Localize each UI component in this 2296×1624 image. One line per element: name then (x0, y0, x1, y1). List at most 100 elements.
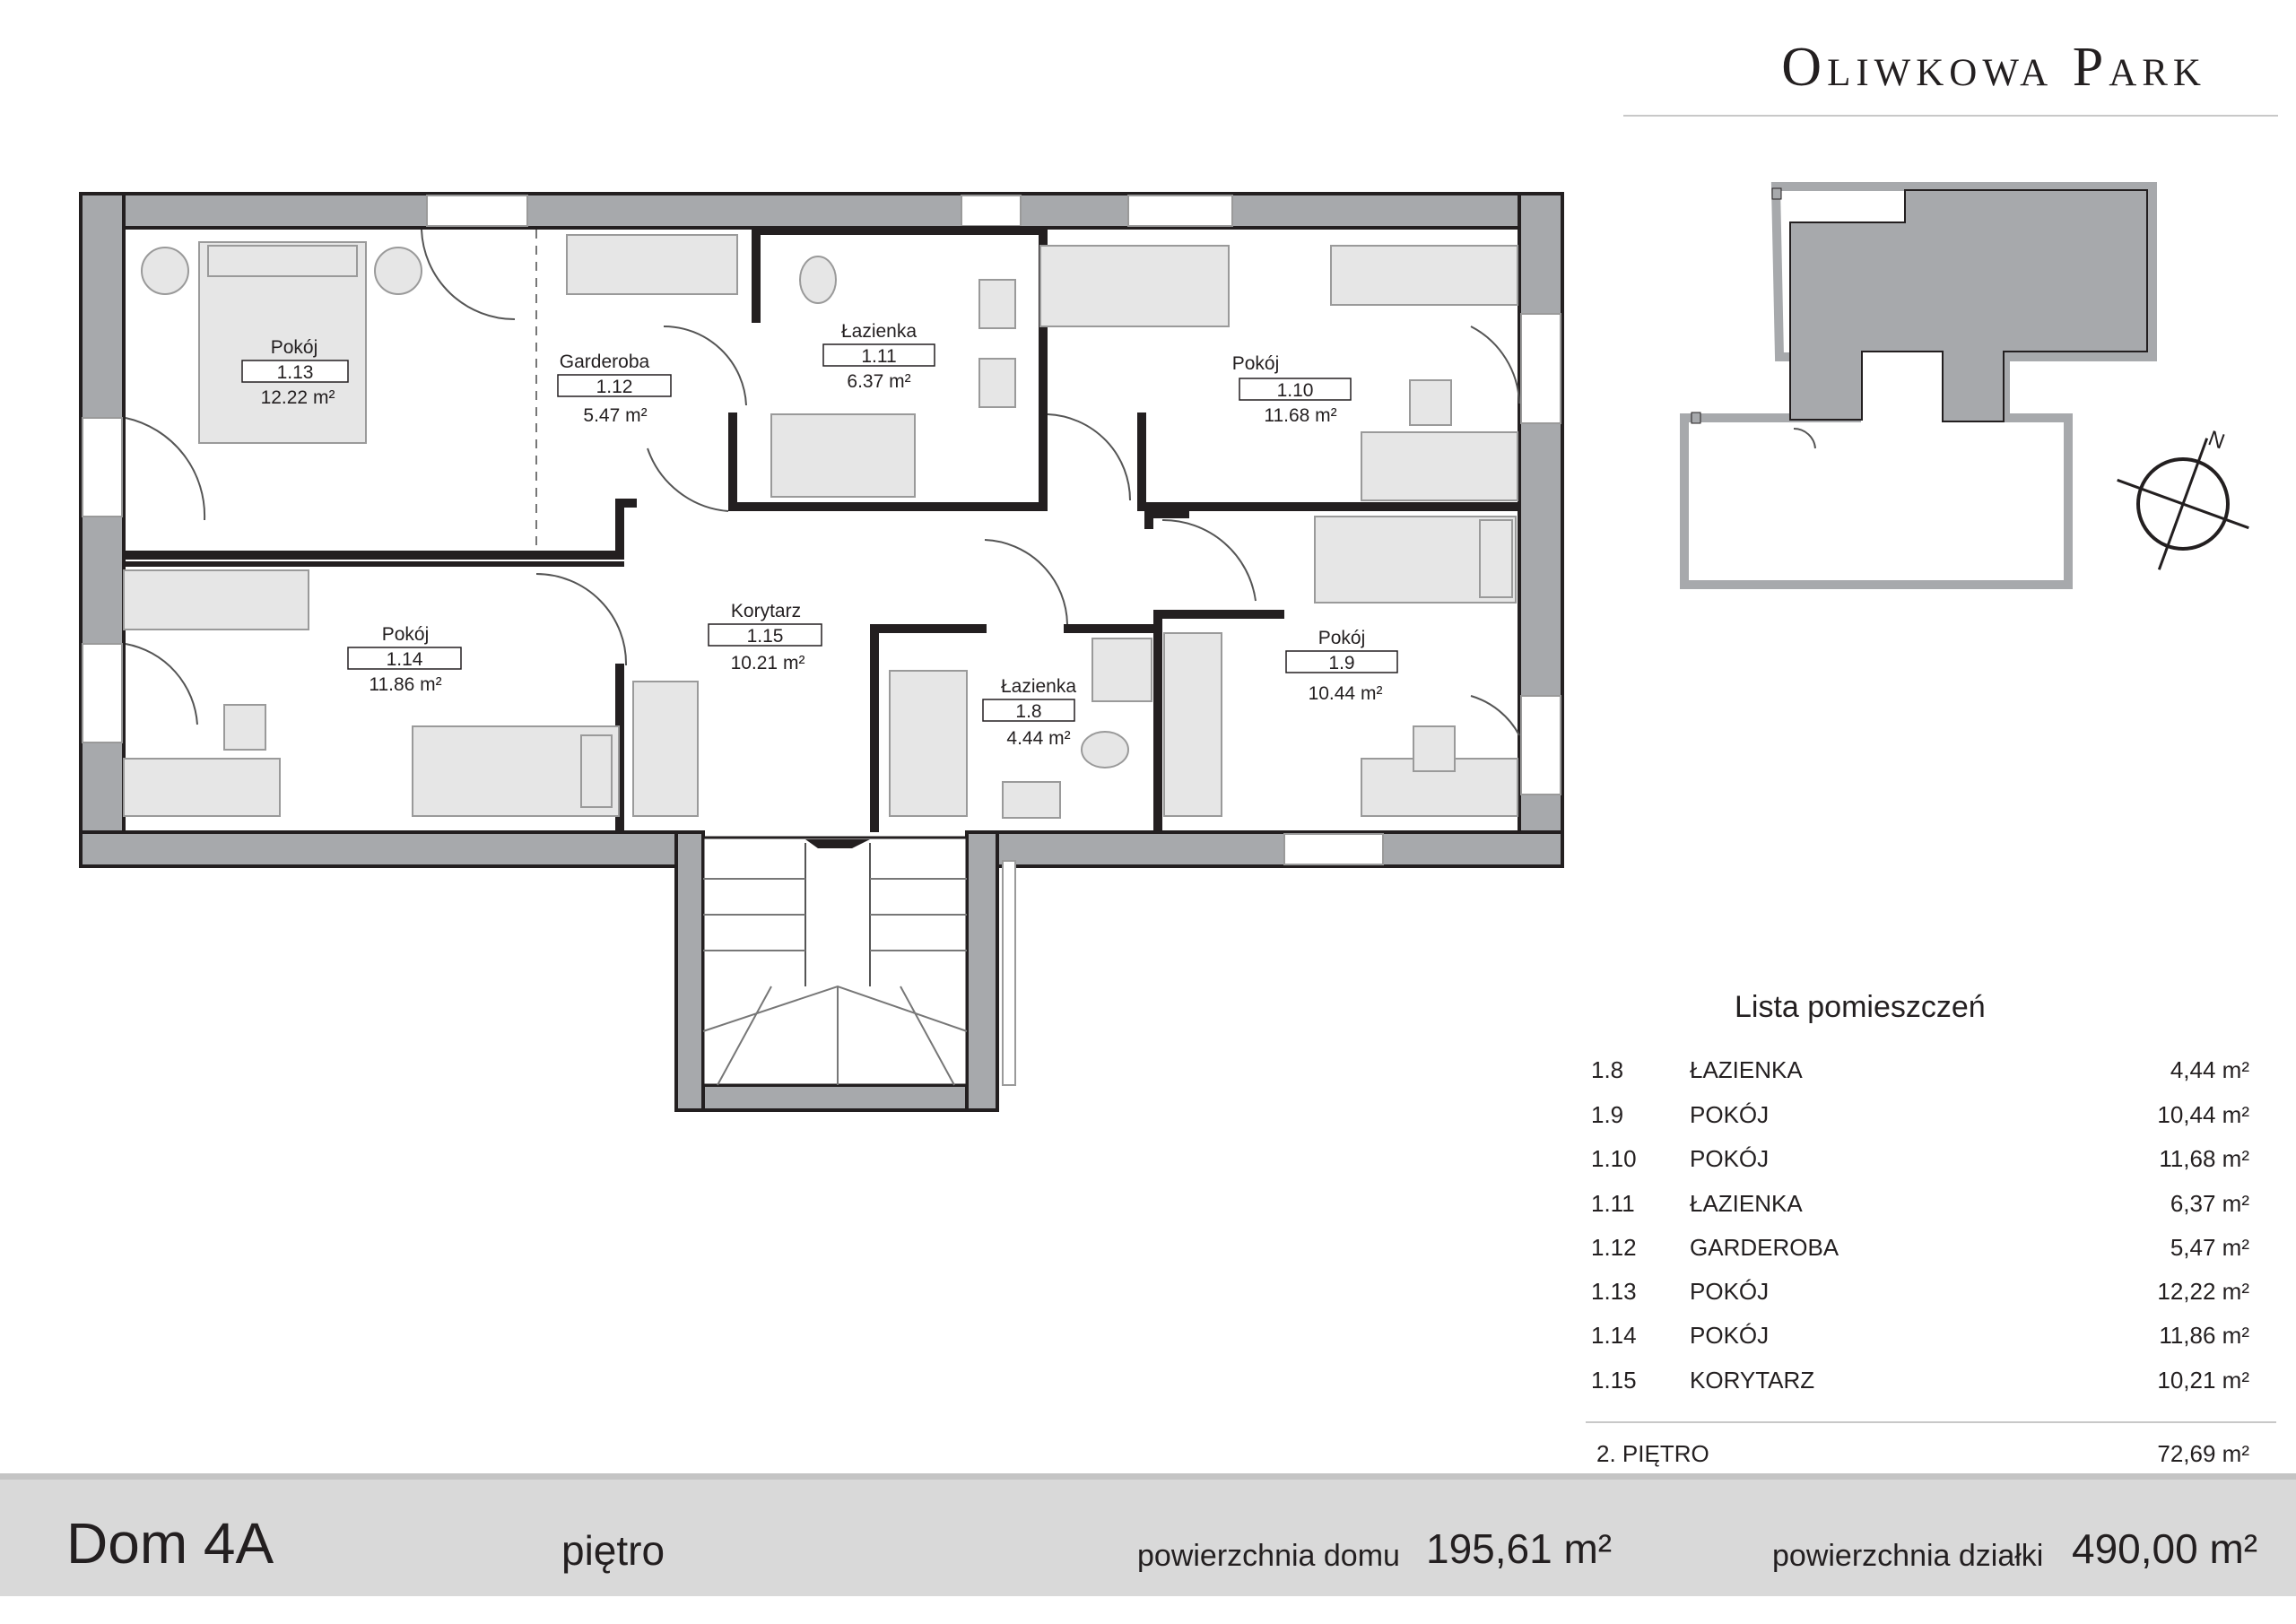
list-item: 1.15 KORYTARZ 10,21 m² (1591, 1367, 2249, 1403)
room-area: 10,44 m² (2157, 1101, 2249, 1128)
room-name: POKÓJ (1690, 1101, 1770, 1128)
svg-text:1.12: 1.12 (596, 377, 633, 397)
room-name: ŁAZIENKA (1690, 1190, 1803, 1217)
list-item: 1.14 POKÓJ 11,86 m² (1591, 1322, 2249, 1358)
room-area: 4,44 m² (2170, 1056, 2249, 1083)
bed-pillow (1479, 519, 1513, 598)
svg-text:1.9: 1.9 (1328, 653, 1354, 673)
list-item: 1.8 ŁAZIENKA 4,44 m² (1591, 1056, 2249, 1092)
room-number: 1.13 (1591, 1278, 1637, 1305)
footer-band (0, 1480, 2296, 1596)
toilet (799, 256, 837, 304)
room-name: KORYTARZ (1690, 1367, 1815, 1394)
room-label-1-14: Pokój 1.14 11.86 m² (347, 624, 462, 695)
room-area: 11,86 m² (2159, 1322, 2249, 1349)
svg-text:4.44 m²: 4.44 m² (1006, 728, 1070, 749)
svg-text:1.15: 1.15 (747, 626, 784, 647)
list-divider (1586, 1421, 2276, 1423)
room-number: 1.10 (1591, 1145, 1637, 1172)
svg-text:10.21 m²: 10.21 m² (731, 653, 805, 673)
room-label-1-8: Łazienka 1.8 4.44 m² (982, 676, 1076, 749)
toilet (1081, 731, 1129, 769)
room-label-1-10: Pokój 1.10 11.68 m² (1232, 353, 1352, 426)
bed-pillow (580, 734, 613, 808)
total-area: 72,69 m² (2157, 1440, 2249, 1467)
desk (1361, 431, 1518, 501)
list-item: 1.12 GARDEROBA 5,47 m² (1591, 1234, 2249, 1270)
svg-text:Pokój: Pokój (382, 624, 430, 645)
room-label-1-15: Korytarz 1.15 10.21 m² (708, 601, 822, 673)
svg-text:1.13: 1.13 (277, 362, 314, 383)
compass-rose: N (2117, 426, 2249, 570)
bed (1039, 245, 1230, 327)
room-label-1-9: Pokój 1.9 10.44 m² (1285, 628, 1398, 704)
floor-name: piętro (561, 1527, 665, 1574)
plot-area-value: 490,00 m² (2072, 1525, 2258, 1572)
site-plan-thumbnail (1680, 182, 2157, 589)
list-item: 1.10 POKÓJ 11,68 m² (1591, 1145, 2249, 1181)
chair (1409, 379, 1452, 426)
room-name: ŁAZIENKA (1690, 1056, 1803, 1083)
footer-top-edge (0, 1473, 2296, 1480)
svg-text:Pokój: Pokój (271, 337, 318, 358)
wardrobe (1330, 245, 1518, 306)
list-item: 1.9 POKÓJ 10,44 m² (1591, 1101, 2249, 1137)
svg-text:11.68 m²: 11.68 m² (1264, 405, 1336, 426)
room-labels: Pokój 1.13 12.22 m² Garderoba 1.12 5.47 … (241, 321, 1398, 749)
sink (1002, 781, 1061, 819)
room-label-1-11: Łazienka 1.11 6.37 m² (822, 321, 935, 392)
nightstand-lamp (374, 247, 422, 295)
room-area: 12,22 m² (2157, 1278, 2249, 1305)
svg-text:12.22 m²: 12.22 m² (261, 387, 335, 408)
room-name: GARDEROBA (1690, 1234, 1839, 1261)
sink (978, 358, 1016, 408)
compass-north-label: N (2205, 426, 2228, 454)
furniture (123, 234, 1518, 819)
rooms-list-title: Lista pomieszczeń (1735, 990, 1986, 1024)
room-area: 11,68 m² (2159, 1145, 2249, 1172)
shelf (632, 681, 699, 817)
bathtub (770, 413, 916, 498)
room-number: 1.11 (1591, 1190, 1635, 1217)
svg-text:1.14: 1.14 (387, 649, 423, 670)
wardrobe (123, 569, 309, 630)
room-number: 1.9 (1591, 1101, 1624, 1128)
header-divider (1623, 115, 2278, 117)
svg-text:1.8: 1.8 (1015, 701, 1041, 722)
list-item: 1.13 POKÓJ 12,22 m² (1591, 1278, 2249, 1314)
room-name: POKÓJ (1690, 1278, 1770, 1305)
svg-text:6.37 m²: 6.37 m² (847, 371, 910, 392)
house-area-label: powierzchnia domu (1137, 1539, 1400, 1573)
room-name: POKÓJ (1690, 1145, 1770, 1172)
desk (123, 758, 281, 817)
nightstand-lamp (141, 247, 189, 295)
svg-text:1.11: 1.11 (861, 346, 896, 367)
total-row: 2. PIĘTRO 72,69 m² (1596, 1440, 2249, 1468)
plot-area-label: powierzchnia działki (1772, 1539, 2044, 1573)
room-number: 1.12 (1591, 1234, 1637, 1261)
svg-text:11.86 m²: 11.86 m² (369, 674, 441, 695)
svg-text:Pokój: Pokój (1232, 353, 1280, 374)
house-name: Dom 4A (66, 1511, 274, 1576)
svg-text:Korytarz: Korytarz (731, 601, 801, 621)
wardrobe (1163, 632, 1222, 817)
chair (223, 704, 266, 751)
svg-text:Garderoba: Garderoba (560, 352, 650, 372)
svg-text:Pokój: Pokój (1318, 628, 1366, 648)
room-area: 5,47 m² (2170, 1234, 2249, 1261)
door-swings (125, 229, 1520, 736)
total-label: 2. PIĘTRO (1596, 1440, 1709, 1467)
svg-text:10.44 m²: 10.44 m² (1309, 683, 1383, 704)
svg-text:Łazienka: Łazienka (841, 321, 917, 342)
exterior-walls (79, 192, 1564, 1112)
chair (1413, 725, 1456, 772)
room-number: 1.8 (1591, 1056, 1624, 1083)
room-label-1-12: Garderoba 1.12 5.47 m² (557, 352, 672, 426)
brand-logo-text: Oliwkowa Park (1781, 37, 2206, 98)
cabinet (1091, 638, 1152, 702)
list-item: 1.11 ŁAZIENKA 6,37 m² (1591, 1190, 2249, 1226)
bed-pillow (207, 245, 358, 277)
svg-text:1.10: 1.10 (1277, 380, 1314, 401)
room-area: 6,37 m² (2170, 1190, 2249, 1217)
